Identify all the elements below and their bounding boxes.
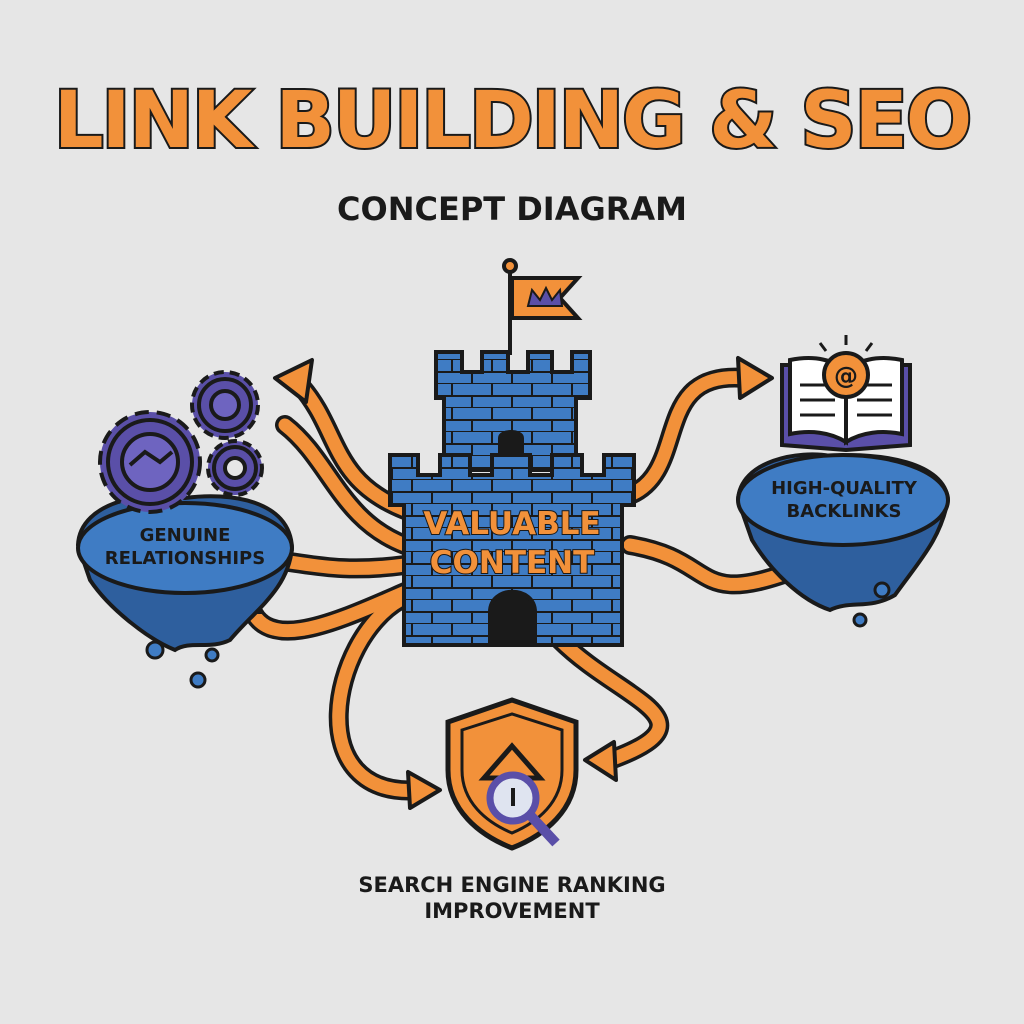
svg-text:@: @ — [834, 362, 858, 390]
node-label-line2: RELATIONSHIPS — [104, 547, 266, 569]
node-label-line1: HIGH-QUALITY — [771, 478, 917, 499]
node-label-line2: BACKLINKS — [786, 500, 902, 522]
shield-magnifier-icon — [445, 697, 579, 851]
arrowhead-right-top — [736, 356, 774, 400]
left-island — [75, 493, 295, 689]
gears-handshake-icon — [98, 370, 264, 514]
arrowhead-left-top — [273, 358, 314, 404]
open-book-at-icon: @ — [780, 335, 912, 453]
node-label-line1: SEARCH ENGINE RANKING — [358, 873, 666, 897]
node-label-line2: IMPROVEMENT — [424, 899, 600, 924]
node-genuine-relationships: GENUINE RELATIONSHIPS — [82, 525, 288, 570]
arrowhead-bottom-left — [406, 770, 442, 810]
node-label-line1: VALUABLE — [422, 505, 601, 543]
node-high-quality-backlinks: HIGH-QUALITY BACKLINKS — [748, 478, 940, 523]
node-label-line1: GENUINE — [139, 525, 231, 546]
castle-icon — [388, 258, 636, 647]
diagram-title: LINK BUILDING & SEO — [52, 76, 974, 166]
arrowhead-bottom-right — [583, 740, 618, 782]
node-label-line2: CONTENT — [429, 544, 595, 582]
right-island — [735, 452, 951, 628]
diagram-subtitle: CONCEPT DIAGRAM — [337, 190, 687, 228]
node-valuable-content: VALUABLE CONTENT — [392, 505, 632, 583]
node-search-engine-ranking: SEARCH ENGINE RANKING IMPROVEMENT — [312, 872, 712, 925]
